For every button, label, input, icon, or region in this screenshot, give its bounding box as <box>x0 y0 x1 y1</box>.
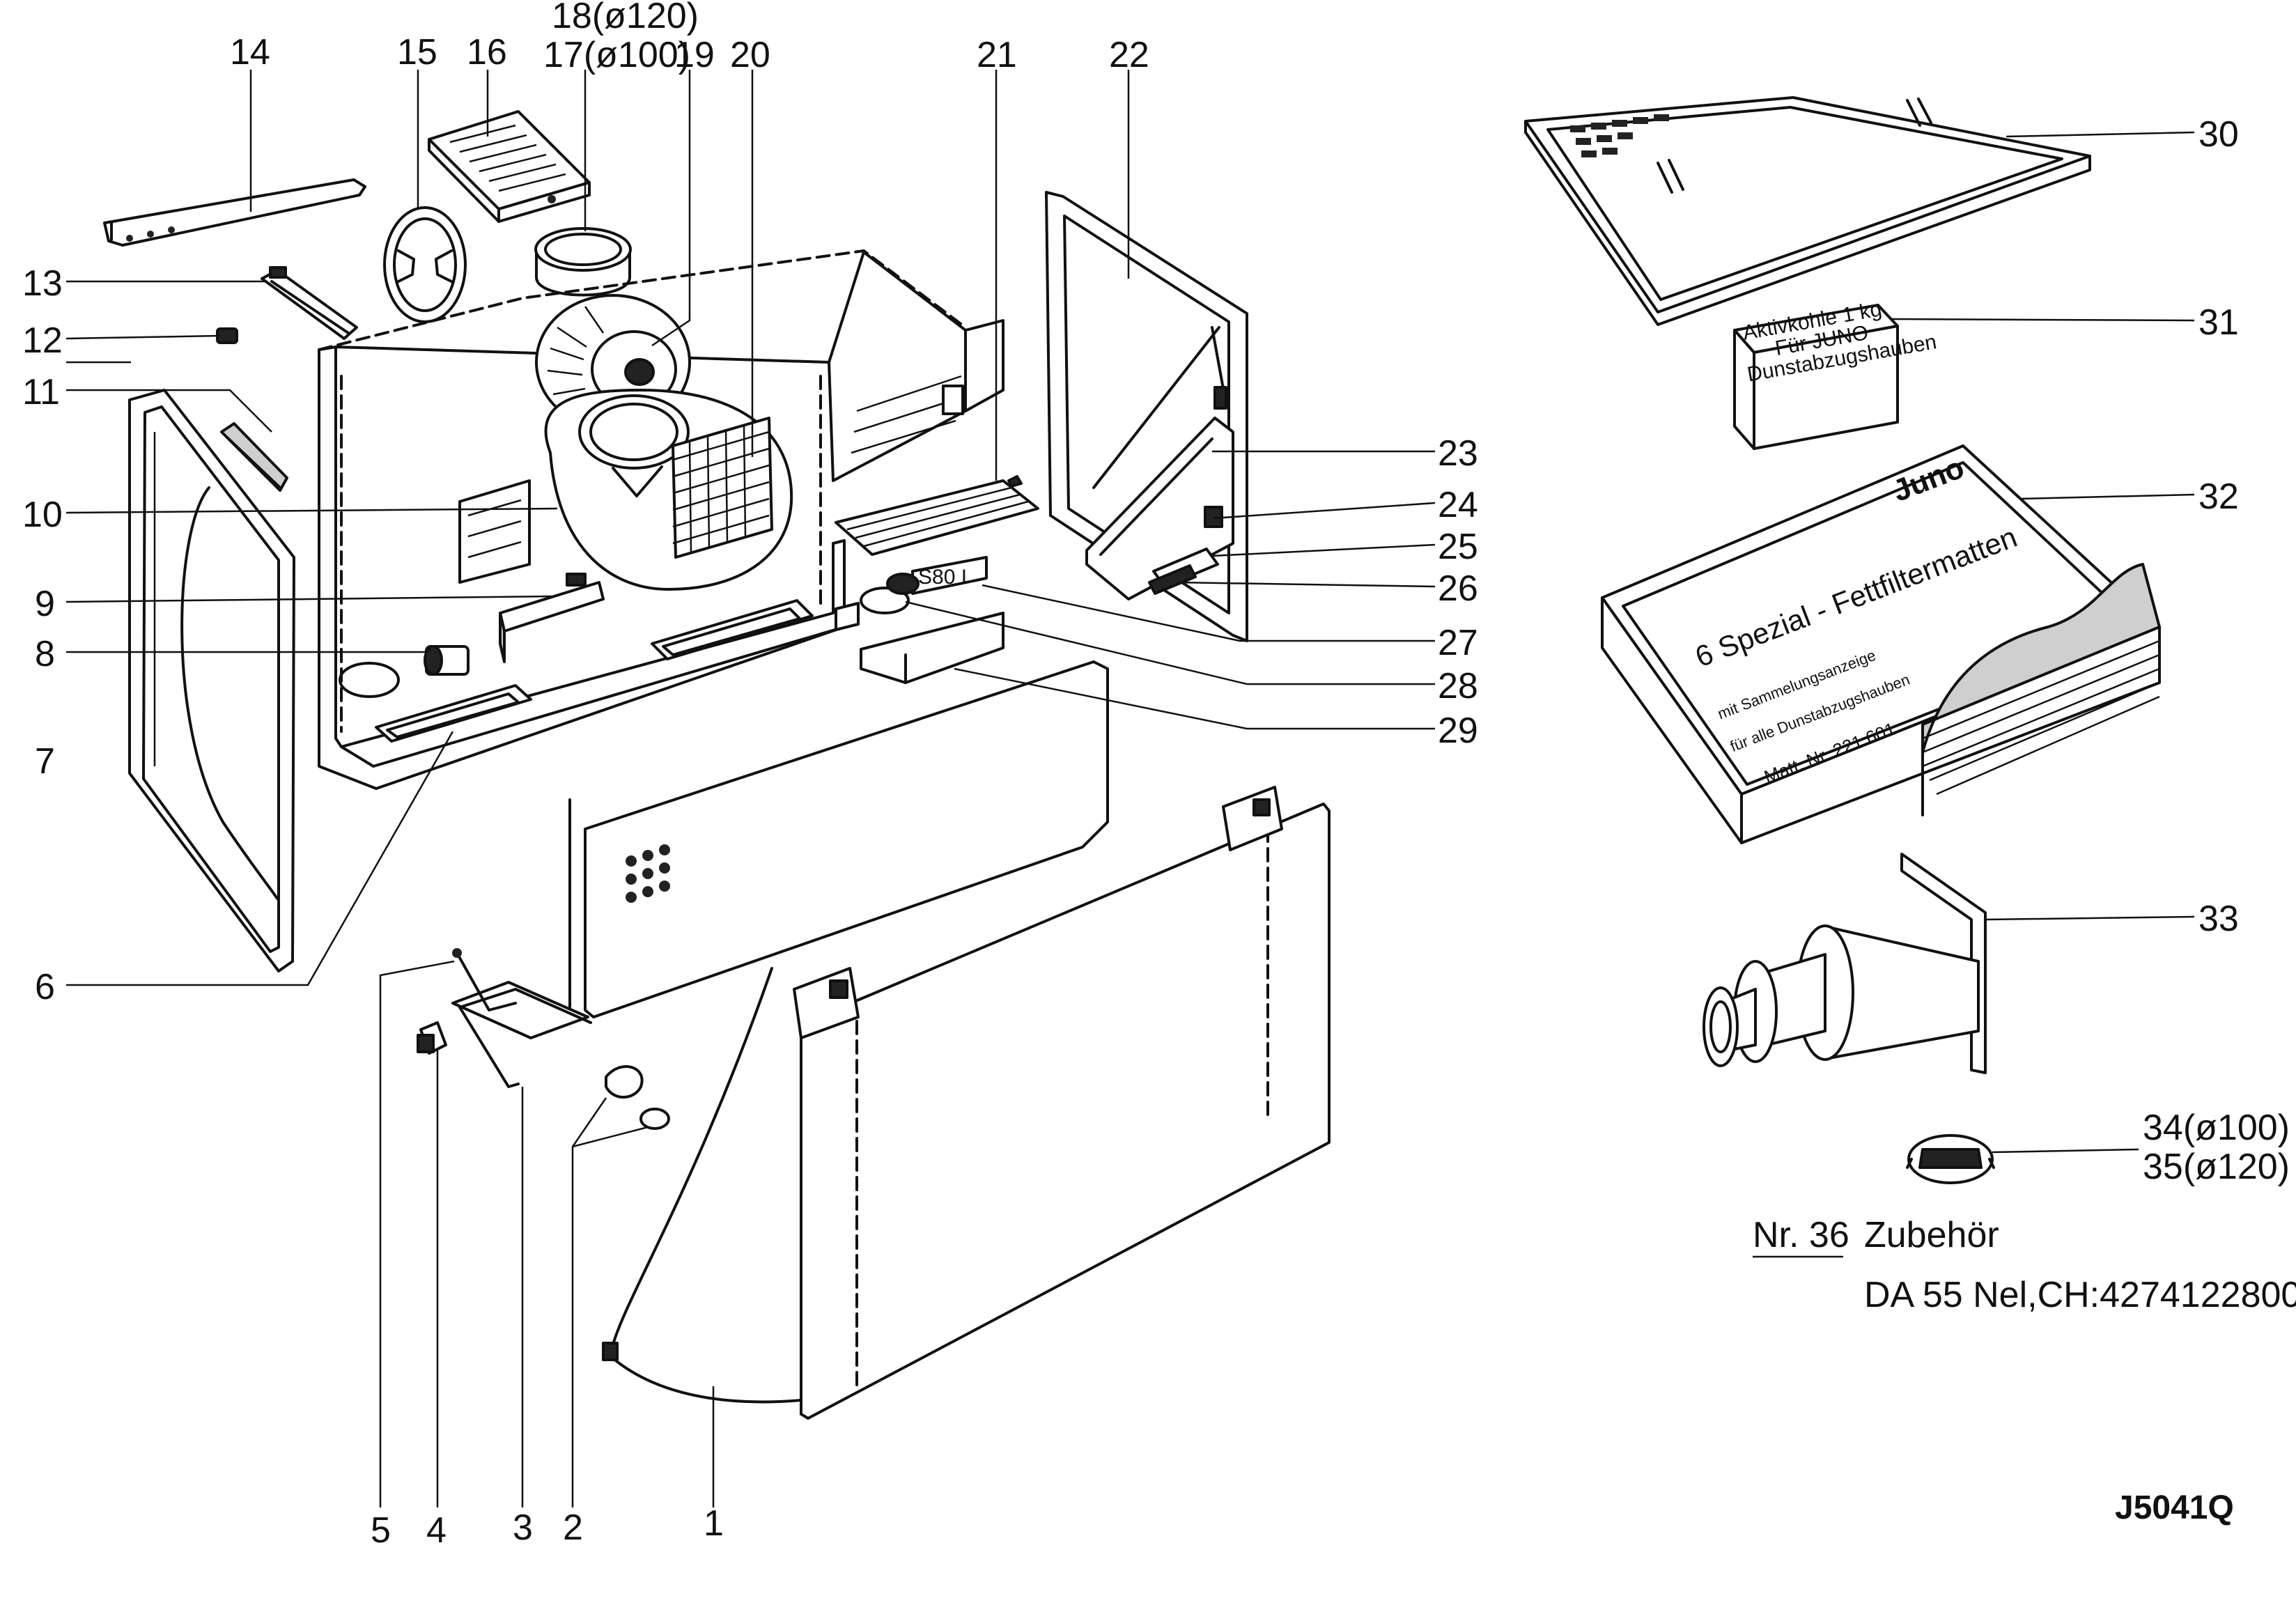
callout-12: 12 <box>22 320 63 361</box>
part-21-grate <box>835 475 1039 556</box>
part-20-grille <box>672 417 773 559</box>
callout-10: 10 <box>22 495 63 535</box>
part-34-35-damper-disc <box>1906 1134 1995 1184</box>
accessory-caption: Nr. 36 Zubehör DA 55 Nel,CH:42741228000 <box>1753 1215 2296 1315</box>
callout-27: 27 <box>1438 623 1478 663</box>
callout-22: 22 <box>1109 35 1149 75</box>
callout-6: 6 <box>35 967 55 1007</box>
callout-32: 32 <box>2198 476 2239 517</box>
part-14-rail <box>103 178 366 247</box>
callout-8: 8 <box>35 634 55 674</box>
accessory-number: Nr. 36 <box>1753 1215 1849 1255</box>
callout-14: 14 <box>230 32 270 72</box>
part-32-filter-box <box>1601 444 2161 844</box>
callout-15: 15 <box>397 32 437 72</box>
housing-body <box>318 249 1004 790</box>
leader-lines <box>65 70 2195 1507</box>
part-24-switch <box>1204 506 1223 528</box>
part-11-handle <box>220 422 288 492</box>
callout-18: 18(ø120) <box>552 0 699 36</box>
part-16-grille <box>428 110 591 223</box>
accessory-label: Zubehör <box>1864 1215 1999 1255</box>
callout-29: 29 <box>1438 711 1478 751</box>
part-1-front-panel <box>602 786 1331 1420</box>
part-4-clip <box>417 1021 447 1055</box>
filter-tray-right <box>835 602 860 631</box>
callout-20: 20 <box>730 35 770 75</box>
callout-25: 25 <box>1438 527 1478 567</box>
part-31-carbon-box <box>1733 304 1899 450</box>
part-17-18-duct-collar <box>534 227 632 297</box>
part-2-clip <box>605 1065 670 1130</box>
callout-30: 30 <box>2198 114 2239 155</box>
callout-4: 4 <box>426 1510 447 1551</box>
drawing-code: J5041Q <box>2115 1489 2234 1526</box>
part-28-capacitor <box>860 573 920 614</box>
callout-28: 28 <box>1438 666 1478 706</box>
accessory-model: DA 55 Nel,CH:42741228000 <box>1864 1275 2296 1315</box>
callout-9: 9 <box>35 584 55 624</box>
part-29-bracket <box>860 612 1004 684</box>
callout-11: 11 <box>22 372 60 412</box>
part-15-ring <box>383 206 467 323</box>
callout-34: 34(ø100) <box>2143 1108 2290 1148</box>
callout-33: 33 <box>2198 899 2239 939</box>
callout-23: 23 <box>1438 433 1478 474</box>
callout-3: 3 <box>513 1507 533 1548</box>
callout-24: 24 <box>1438 485 1478 525</box>
svg-text:S80 I: S80 I <box>918 566 967 589</box>
callout-17: 17(ø100) <box>543 35 690 75</box>
callout-31: 31 <box>2198 302 2239 343</box>
callout-26: 26 <box>1438 568 1478 609</box>
callout-5: 5 <box>371 1510 391 1551</box>
callout-35: 35(ø120) <box>2143 1147 2290 1187</box>
callout-7: 7 <box>35 741 55 782</box>
callout-19: 19 <box>674 35 715 75</box>
part-6-filter-tray <box>375 684 532 743</box>
part-3-front-panel <box>451 660 1109 1088</box>
part-33-duct-pipe <box>1702 853 1987 1074</box>
part-12-clip <box>216 327 238 344</box>
part-27-control-plate: S80 I <box>911 556 988 595</box>
part-8-lamp-socket <box>339 645 470 698</box>
callout-21: 21 <box>977 35 1017 75</box>
callout-2: 2 <box>563 1507 583 1548</box>
part-7-filter-frame <box>128 389 295 972</box>
callout-1: 1 <box>704 1503 724 1544</box>
part-9-bracket <box>499 573 605 663</box>
filter-tray-middle <box>651 599 814 660</box>
part-5-rod <box>452 948 517 1011</box>
callout-13: 13 <box>22 263 63 304</box>
part-30-cover-plate <box>1524 96 2091 326</box>
callout-16: 16 <box>467 32 507 72</box>
part-26-switch-base <box>1148 564 1197 595</box>
callout-labels: 1 2 3 4 5 6 7 8 9 10 11 12 13 14 15 16 1… <box>22 0 2290 1551</box>
part-13-bracket <box>261 266 358 340</box>
